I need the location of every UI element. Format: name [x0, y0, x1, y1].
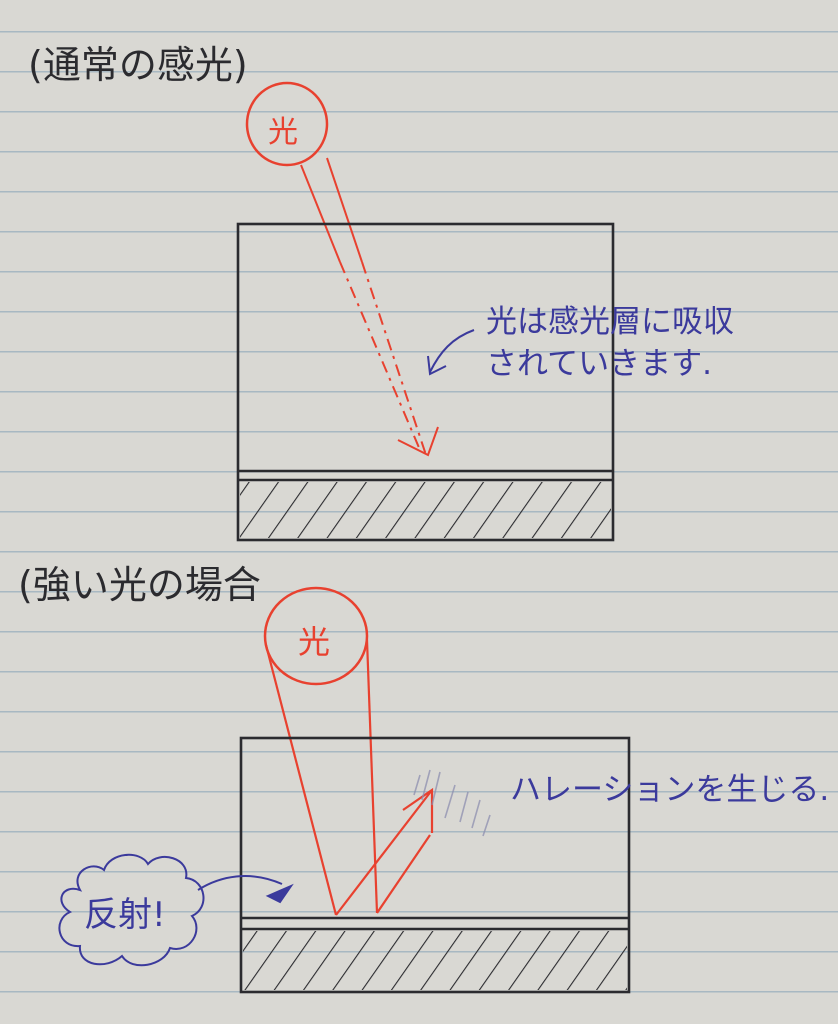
- light-source-circle-bottom: [263, 586, 369, 686]
- note-absorbed-line1: 光は感光層に吸収: [486, 304, 734, 340]
- reflection-arrow-head: [265, 883, 294, 904]
- light-label-bottom: 光: [298, 623, 330, 661]
- halation-marks: [413, 769, 491, 837]
- title-normal-exposure: (通常の感光): [28, 43, 248, 87]
- film-base-hatch-bottom: [243, 931, 627, 990]
- title-strong-light: (強い光の場合: [18, 563, 261, 607]
- light-beam-bottom: [264, 639, 434, 916]
- film-box-top: [236, 222, 615, 542]
- note-halation: ハレーションを生じる.: [510, 772, 829, 808]
- reflection-arrow: [197, 875, 283, 891]
- absorb-arrow-head: [427, 355, 447, 376]
- film-base-hatch-top: [240, 482, 611, 538]
- light-label-top: 光: [268, 115, 298, 150]
- film-box-bottom: [239, 736, 631, 994]
- absorb-arrow: [429, 329, 475, 373]
- reflection-callout-cloud: [58, 853, 205, 967]
- note-reflection: 反射!: [84, 895, 166, 935]
- light-beam-top: [300, 157, 439, 457]
- note-absorbed-line2: されていきます.: [486, 346, 712, 382]
- light-source-circle-top: [245, 81, 329, 167]
